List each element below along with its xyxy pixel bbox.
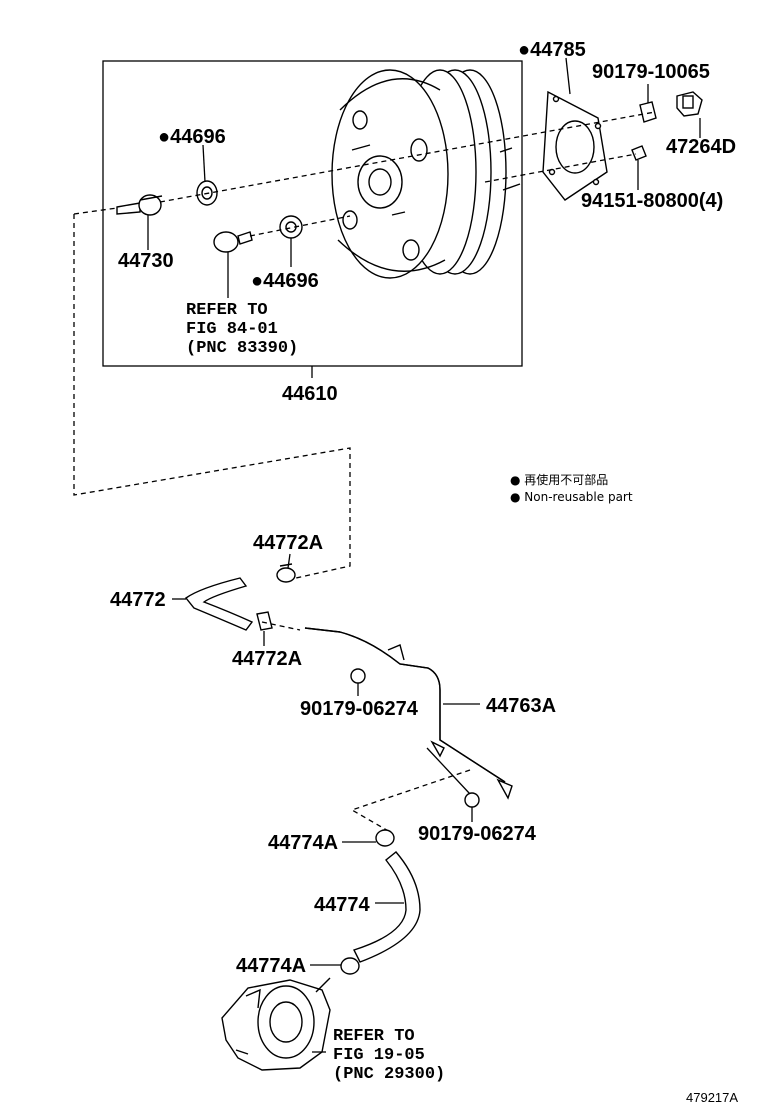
connection-dash-2 [350, 769, 471, 833]
vacuum-pump [221, 977, 331, 1071]
label-44774A-top: 44774A [268, 832, 338, 854]
gasket-plate [542, 90, 608, 201]
label-94151: 94151-80800(4) [581, 190, 723, 212]
axis-line-2 [249, 215, 351, 237]
nut [631, 145, 647, 161]
ref2-line1: REFER TO [333, 1027, 415, 1046]
hose-44772 [184, 577, 254, 631]
label-44772A-bottom: 44772A [232, 648, 302, 670]
label-90179-06274-b: 90179-06274 [418, 823, 537, 845]
clip [676, 91, 703, 117]
leader-44785 [565, 57, 571, 95]
ref1-line3: (PNC 83390) [186, 339, 298, 358]
hose-44774 [353, 851, 421, 963]
clamp-44772A-top [276, 563, 296, 583]
figure-id: 479217A [686, 1090, 738, 1105]
clamp-44774A-top [375, 829, 395, 847]
axis-line-1 [159, 111, 656, 203]
clamp-44774A-bottom [340, 957, 360, 975]
bolt-b [464, 792, 480, 808]
label-90179-06274-a: 90179-06274 [300, 698, 419, 720]
label-44774: 44774 [314, 894, 370, 916]
clamp-44772A-bottom [256, 611, 273, 631]
brake-booster [331, 69, 521, 279]
ref1-line1: REFER TO [186, 301, 268, 320]
bolt-a [350, 668, 366, 684]
label-44785: ●44785 [518, 39, 586, 61]
label-44610: 44610 [282, 383, 338, 405]
connection-dash [73, 214, 351, 579]
ref2-line2: FIG 19-05 [333, 1046, 425, 1065]
axis-line-3 [484, 153, 637, 183]
check-valve [116, 194, 163, 216]
label-47264D: 47264D [666, 136, 736, 158]
ref1-line2: FIG 84-01 [186, 320, 278, 339]
label-44696-bottom: ●44696 [251, 270, 319, 292]
label-90179-10065: 90179-10065 [592, 61, 710, 83]
label-44763A: 44763A [486, 695, 556, 717]
label-44730: 44730 [118, 250, 174, 272]
grommet-lower [279, 215, 303, 239]
axis-line-4 [73, 207, 118, 215]
clevis [639, 101, 657, 123]
leader-44772A-top [287, 553, 291, 569]
label-44774A-bottom: 44774A [236, 955, 306, 977]
legend-line-1: ● 再使用不可部品 [510, 472, 608, 487]
label-44696-top: ●44696 [158, 126, 226, 148]
leader-44696-top [202, 144, 206, 183]
label-44772: 44772 [110, 589, 166, 611]
label-44772A-top: 44772A [253, 532, 323, 554]
ref2-line3: (PNC 29300) [333, 1065, 445, 1084]
fitting [213, 231, 253, 253]
tube-44763A [261, 621, 513, 800]
legend-line-2: ● Non-reusable part [510, 490, 633, 504]
